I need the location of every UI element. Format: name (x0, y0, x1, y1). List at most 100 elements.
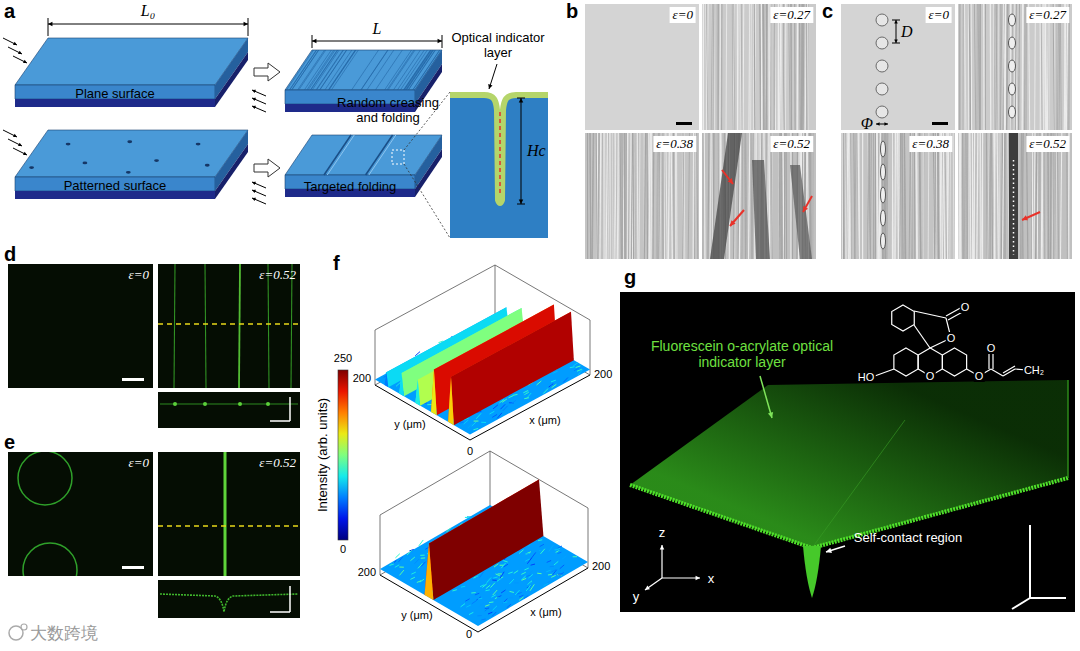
surface-plot (380, 451, 588, 632)
fold-marker (1013, 160, 1015, 255)
pattern-hole (1009, 14, 1016, 26)
surface-noise (525, 559, 529, 561)
crease-line (986, 133, 988, 259)
atom-label: O (960, 301, 971, 313)
crease-line (763, 4, 765, 130)
strain-label: ε=0.27 (1026, 7, 1069, 23)
scale-bar (122, 566, 144, 569)
arrow-head (728, 178, 733, 184)
arrow-line (8, 47, 22, 54)
pattern-hole (881, 210, 886, 226)
crease-line (732, 4, 734, 130)
crease-line (868, 133, 869, 259)
surface-noise (417, 581, 421, 583)
surface-noise (526, 553, 530, 554)
surface-noise (532, 388, 537, 390)
scale-bar (1012, 598, 1030, 609)
plot-frame (375, 330, 376, 385)
arrow-head (438, 39, 442, 44)
dimension-tick (517, 204, 525, 205)
fold-line (366, 135, 393, 175)
surface-noise (515, 590, 519, 595)
arrow-line (645, 578, 662, 590)
surface-noise (538, 539, 542, 541)
crease-line (744, 133, 745, 259)
crease-line (708, 133, 709, 259)
crease-line (637, 133, 639, 259)
pattern-dot (154, 159, 159, 162)
micrograph-tile (841, 133, 955, 259)
crease-line (1004, 133, 1005, 259)
strain-label: ε=0.52 (1026, 136, 1069, 152)
crease-line (633, 133, 634, 259)
surface-noise (498, 573, 502, 574)
surface-noise (507, 604, 511, 608)
zoom-box (392, 150, 404, 164)
crease-line (328, 50, 355, 90)
surface-noise (410, 577, 414, 579)
crease-line (608, 133, 609, 259)
fluorescent-line (224, 452, 227, 576)
fold-line (324, 135, 351, 175)
crease-line (844, 133, 846, 259)
arrow-head (768, 412, 773, 418)
crease-line (764, 4, 765, 130)
crease-line (329, 50, 356, 90)
bond (1003, 366, 1015, 373)
crease-line (960, 133, 962, 259)
surface-noise (576, 366, 581, 368)
axis-label: x (708, 571, 715, 586)
crease-line (894, 133, 896, 259)
crease-line (739, 133, 740, 259)
fluorescence-tile (158, 452, 300, 576)
surface-noise (395, 554, 399, 558)
surface-noise (469, 612, 473, 614)
surface-noise (395, 562, 399, 564)
ridge-front (429, 480, 543, 601)
self-contact-tongue (803, 546, 821, 598)
crease-line (854, 133, 855, 259)
crease-line (631, 133, 633, 259)
crease-line (754, 4, 756, 130)
slab-top (15, 38, 248, 85)
arrow-head (23, 152, 27, 155)
crease-line (1000, 4, 1001, 130)
surface-noise (485, 589, 489, 591)
panel-f (338, 265, 590, 632)
crease-line (718, 4, 719, 130)
fluorescent-line (268, 264, 269, 388)
crease-line (590, 133, 592, 259)
surface-noise (528, 574, 532, 578)
crease-line (989, 133, 990, 259)
panel-g (620, 292, 1075, 612)
contact-dot (173, 402, 177, 406)
crease-line (633, 133, 635, 259)
crease-line (994, 133, 995, 259)
crease-line (1003, 133, 1004, 259)
surface-noise (400, 570, 404, 575)
slab-top (285, 50, 442, 90)
plot-axis (380, 575, 478, 632)
arrow-head (826, 548, 832, 553)
crease-line (901, 133, 902, 259)
surface-noise (528, 582, 532, 584)
crease-line (393, 50, 420, 90)
crease-line (1006, 4, 1008, 130)
crease-line (608, 133, 609, 259)
crease-line (993, 4, 994, 130)
crease-line (765, 4, 767, 130)
crease-line (637, 133, 639, 259)
crease-line (990, 4, 992, 130)
crease-line (629, 133, 631, 259)
surface-noise (492, 414, 497, 417)
dimension-tick (892, 43, 900, 44)
arrow-line (13, 56, 27, 63)
crease-line (712, 4, 714, 130)
ring-bond (942, 348, 966, 376)
ridge-end (399, 373, 404, 396)
surface-noise (487, 578, 491, 583)
surface-noise (524, 595, 528, 598)
crease-line (902, 133, 903, 259)
pattern-dot (196, 143, 201, 146)
